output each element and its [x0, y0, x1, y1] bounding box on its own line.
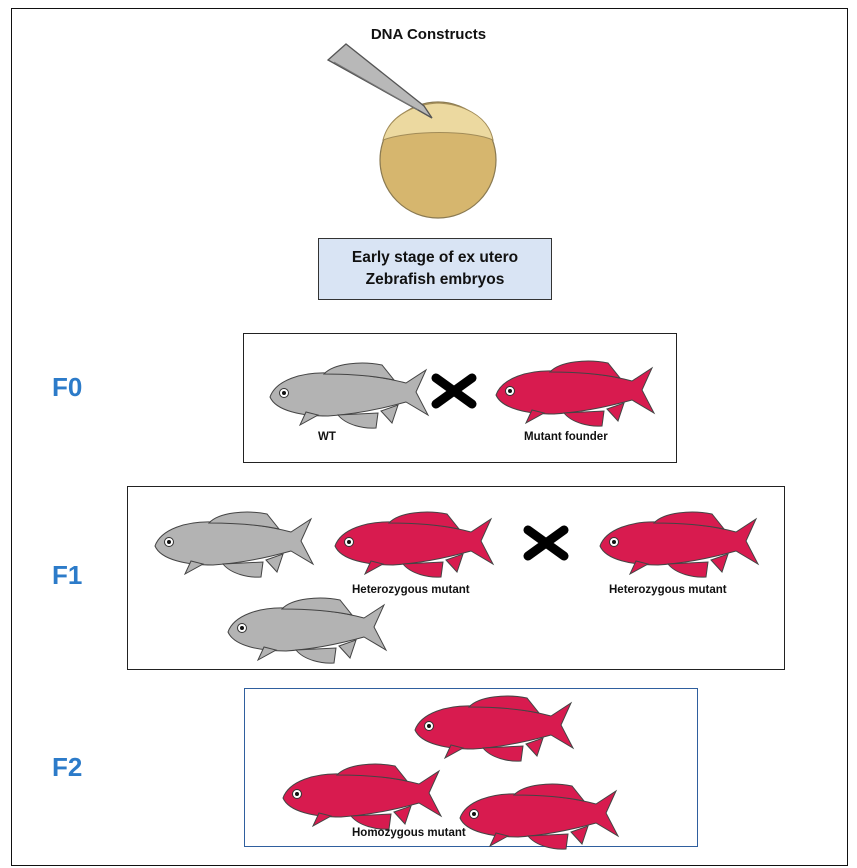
homozygous-fish-icon	[281, 762, 443, 831]
heterozygous-fish-icon	[598, 510, 760, 579]
needle-icon	[326, 43, 433, 119]
wt-label: WT	[318, 431, 336, 443]
figure-frame	[11, 8, 848, 866]
wt-fish-icon	[153, 510, 315, 579]
dna-constructs-title: DNA Constructs	[370, 26, 487, 43]
cross-icon	[431, 373, 477, 409]
homozygous-label: Homozygous mutant	[352, 827, 466, 839]
f0-generation-box	[243, 333, 677, 463]
stage-box-line-1: Early stage of ex utero	[351, 249, 519, 266]
heterozygous-fish-icon	[333, 510, 495, 579]
embryo-icon	[379, 101, 497, 219]
homozygous-fish-icon	[413, 694, 575, 763]
heterozygous-label-left: Heterozygous mutant	[352, 584, 470, 596]
wt-fish-icon	[268, 361, 430, 430]
embryo-injection-illustration	[326, 43, 497, 219]
homozygous-fish-icon	[458, 782, 620, 851]
generation-label-f2: F2	[52, 752, 83, 782]
cross-icon	[523, 525, 569, 561]
mutant-founder-label: Mutant founder	[524, 431, 608, 443]
embryo-stage-box: Early stage of ex utero Zebrafish embryo…	[318, 238, 552, 300]
mutant-founder-fish-icon	[494, 359, 656, 428]
f1-generation-box	[127, 486, 785, 670]
heterozygous-label-right: Heterozygous mutant	[609, 584, 727, 596]
wt-fish-icon	[226, 596, 388, 665]
stage-box-line-2: Zebrafish embryos	[365, 271, 505, 288]
f2-generation-box	[244, 688, 698, 847]
generation-label-f1: F1	[52, 560, 83, 590]
generation-label-f0: F0	[52, 372, 83, 402]
